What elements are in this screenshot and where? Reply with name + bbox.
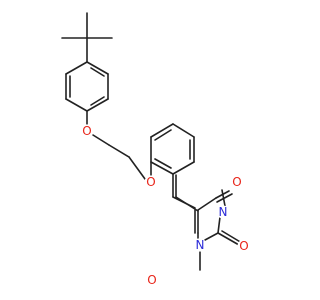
- ring-nitrogen-n1-symbol: N: [219, 205, 228, 219]
- bond-line: [65, 98, 88, 112]
- bond-line: [86, 61, 109, 75]
- carbonyl-oxygen-c6-label: O: [145, 273, 159, 287]
- bond-line: [65, 61, 88, 75]
- bond-line: [154, 158, 172, 169]
- ring-nitrogen-n3-symbol: N: [196, 238, 205, 252]
- bond-line: [197, 197, 217, 211]
- ether-oxygen-benzyl-symbol: O: [146, 175, 155, 189]
- bond-line: [90, 67, 105, 77]
- bond-line: [90, 96, 105, 106]
- atom-labels: O O O O O N N: [80, 124, 251, 287]
- bond-line: [108, 144, 130, 158]
- carbonyl-oxygen-c4-label: O: [230, 175, 244, 189]
- bond-line: [172, 161, 195, 175]
- carbonyl-oxygen-c2-symbol: O: [239, 239, 248, 253]
- ether-oxygen-benzyl-label: O: [144, 175, 158, 189]
- bond-line: [150, 123, 174, 138]
- bond-line: [128, 156, 146, 180]
- ring-nitrogen-n1-label: N: [216, 205, 230, 219]
- ether-oxygen-aryl-label: O: [80, 124, 94, 138]
- carbonyl-oxygen-c4-symbol: O: [232, 175, 241, 189]
- bond-line: [86, 98, 109, 112]
- bond-line: [154, 129, 172, 141]
- bond-line: [172, 123, 195, 138]
- bond-line: [217, 216, 221, 234]
- bond-lines: [61, 12, 243, 271]
- carbonyl-oxygen-c6-symbol: O: [147, 273, 156, 287]
- ring-nitrogen-n3-label: N: [193, 238, 207, 252]
- bond-line: [150, 161, 174, 175]
- carbonyl-oxygen-c2-label: O: [237, 239, 251, 253]
- ether-oxygen-aryl-symbol: O: [82, 124, 91, 138]
- bond-line: [217, 232, 240, 246]
- bond-line: [221, 189, 226, 207]
- bond-line: [175, 196, 199, 212]
- bond-line: [221, 230, 243, 244]
- bond-line: [216, 193, 233, 203]
- bond-line: [204, 232, 219, 241]
- chemical-structure-diagram: O O O O O N N: [61, 12, 251, 287]
- bond-line: [92, 134, 110, 146]
